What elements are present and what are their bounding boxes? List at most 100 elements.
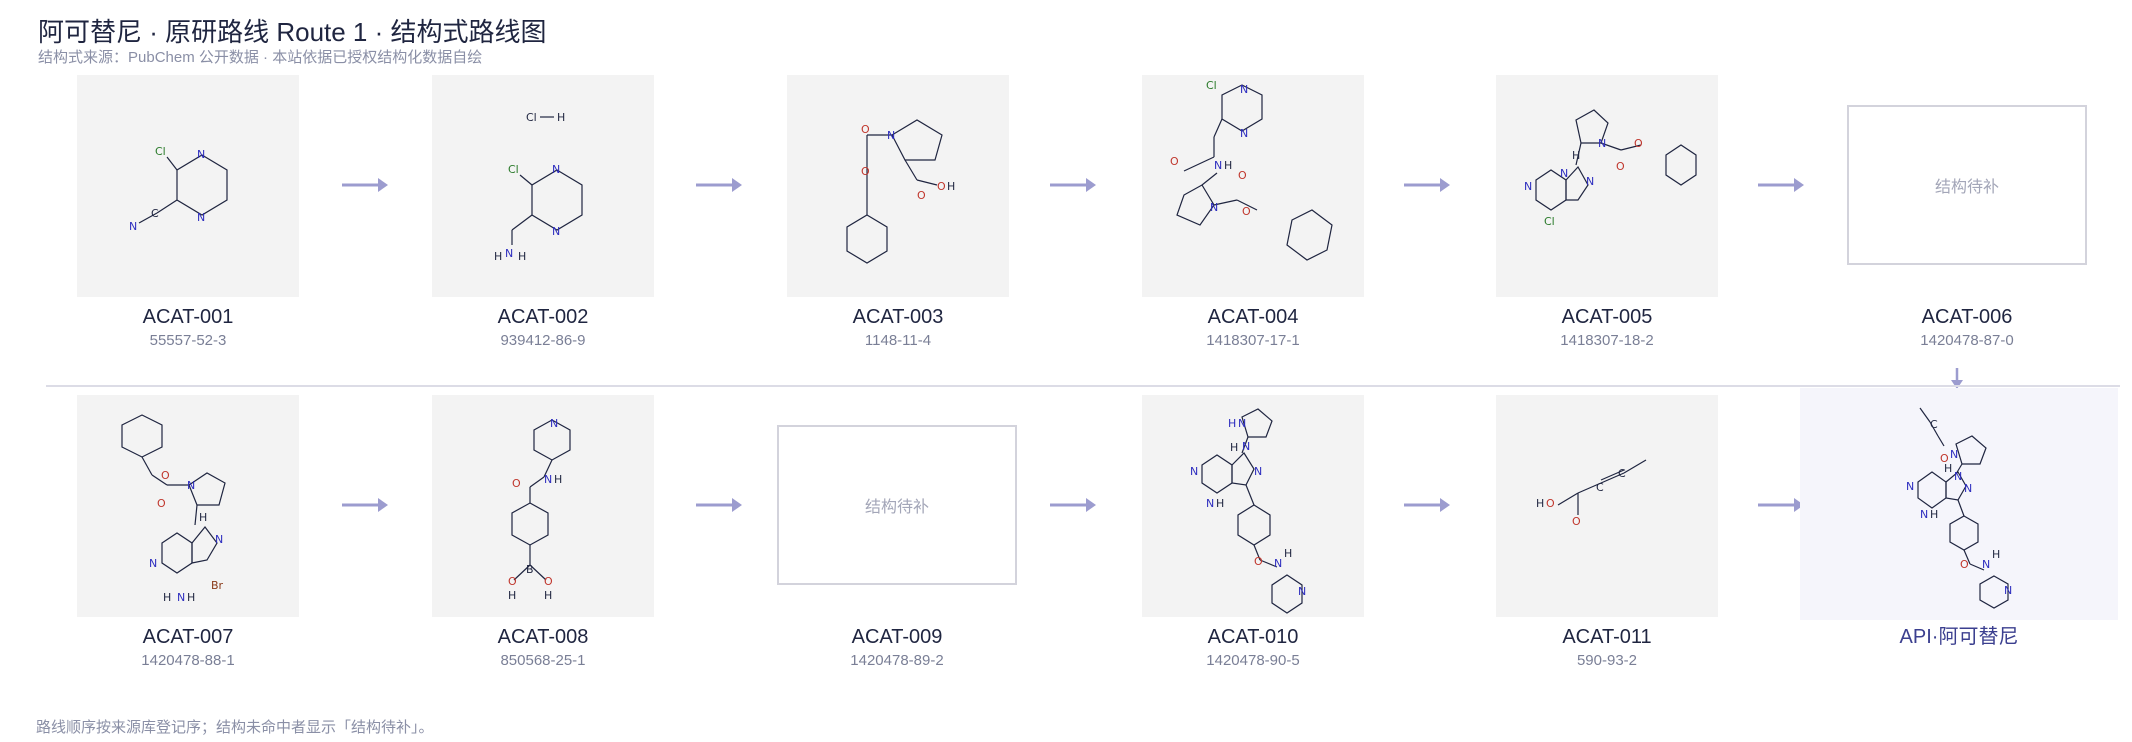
svg-text:O: O	[1960, 558, 1969, 571]
svg-text:N: N	[215, 533, 223, 546]
cas-number: 1420478-90-5	[1206, 652, 1300, 669]
svg-text:N: N	[1586, 175, 1594, 188]
svg-text:O: O	[861, 165, 870, 178]
svg-text:Cl: Cl	[155, 145, 166, 158]
structure-placeholder: 结构待补	[1847, 105, 2087, 265]
structure-acat-010: H N H N N N N H O N H N	[1190, 408, 1306, 614]
compound-acat-005[interactable]: N H O O N N N Cl ACAT-005 1418307-18-2	[1496, 75, 1718, 351]
svg-text:Cl: Cl	[508, 163, 519, 176]
svg-text:Cl: Cl	[526, 111, 537, 124]
structure-api: C O N H N N N N H O N H N	[1848, 392, 2070, 614]
cas-number: 1420478-89-2	[850, 652, 944, 669]
svg-text:O: O	[1940, 452, 1949, 465]
arrow-right-icon	[340, 175, 390, 195]
svg-text:N: N	[1206, 497, 1214, 510]
svg-text:H: H	[187, 591, 195, 604]
compound-acat-004[interactable]: Cl N N N H O N O O ACAT-004 1418307-17-1	[1142, 75, 1364, 351]
svg-text:N: N	[1214, 159, 1222, 172]
arrow-right-icon	[694, 175, 744, 195]
compound-acat-007[interactable]: O O N H N N Br N H H ACAT-007 1420478-88…	[77, 395, 299, 671]
svg-text:N: N	[1598, 137, 1606, 150]
structure-acat-011: O H O C C	[1536, 459, 1647, 528]
arrow-right-icon	[1048, 495, 1098, 515]
svg-text:N: N	[2004, 584, 2012, 597]
page-title: 阿可替尼 · 原研路线 Route 1 · 结构式路线图	[38, 17, 547, 47]
svg-text:N: N	[552, 163, 560, 176]
compound-code: ACAT-006	[1921, 306, 2013, 328]
structure-acat-002: Cl H N N Cl N H H	[494, 111, 583, 263]
svg-text:H: H	[1284, 547, 1292, 560]
structure-placeholder: 结构待补	[777, 425, 1017, 585]
compound-code: ACAT-002	[497, 306, 589, 328]
compound-code: ACAT-001	[142, 306, 234, 328]
svg-text:O: O	[937, 180, 946, 193]
compound-acat-002[interactable]: Cl H N N Cl N H H ACAT-002 939412-86-9	[432, 75, 654, 351]
svg-text:H: H	[1944, 462, 1952, 475]
cas-number: 1418307-18-2	[1560, 332, 1654, 349]
structure-tile: N O O O O H	[787, 75, 1009, 297]
svg-text:H: H	[199, 511, 207, 524]
page-subtitle: 结构式来源：PubChem 公开数据 · 本站依据已授权结构化数据自绘	[38, 49, 483, 66]
svg-text:H: H	[1224, 159, 1232, 172]
svg-text:H: H	[554, 473, 562, 486]
svg-text:N: N	[197, 211, 205, 224]
svg-text:H: H	[494, 250, 502, 263]
svg-text:O: O	[508, 575, 517, 588]
compound-code: ACAT-005	[1561, 306, 1653, 328]
compound-acat-009[interactable]: 结构待补 ACAT-009 1420478-89-2	[777, 395, 1017, 671]
structure-tile: H N H N N N N H O N H N	[1142, 395, 1364, 617]
arrow-right-icon	[1402, 495, 1452, 515]
svg-text:N: N	[1524, 180, 1532, 193]
svg-text:O: O	[544, 575, 553, 588]
svg-text:N: N	[505, 247, 513, 260]
compound-acat-008[interactable]: N N H O B O O H H ACAT-008 850568-25-1	[432, 395, 654, 671]
svg-text:O: O	[512, 477, 521, 490]
svg-text:H: H	[557, 111, 565, 124]
svg-text:N: N	[1242, 440, 1250, 453]
svg-text:N: N	[1298, 585, 1306, 598]
svg-text:O: O	[861, 123, 870, 136]
svg-text:N: N	[177, 591, 185, 604]
svg-text:O: O	[1254, 555, 1263, 568]
svg-text:N: N	[1240, 127, 1248, 140]
svg-text:N: N	[1190, 465, 1198, 478]
svg-text:H: H	[1930, 508, 1938, 521]
svg-text:C: C	[151, 207, 159, 220]
cas-number: 55557-52-3	[149, 332, 227, 349]
cas-number: 939412-86-9	[500, 332, 586, 349]
structure-tile: N N Cl N C	[77, 75, 299, 297]
cas-number: 1420478-88-1	[141, 652, 235, 669]
compound-acat-006[interactable]: 结构待补 ACAT-006 1420478-87-0	[1847, 75, 2087, 351]
svg-text:O: O	[157, 497, 166, 510]
svg-text:N: N	[1240, 83, 1248, 96]
arrow-right-icon	[340, 495, 390, 515]
svg-text:O: O	[1616, 160, 1625, 173]
svg-text:O: O	[917, 189, 926, 202]
cas-number: 1418307-17-1	[1206, 332, 1300, 349]
compound-acat-011[interactable]: O H O C C ACAT-011 590-93-2	[1496, 395, 1718, 671]
compound-acat-001[interactable]: N N Cl N C ACAT-001 55557-52-3	[77, 75, 299, 351]
structure-acat-005: N H O O N N N Cl	[1524, 109, 1697, 228]
structure-tile: Cl H N N Cl N H H	[432, 75, 654, 297]
arrow-down-icon	[1950, 368, 1964, 390]
structure-tile: Cl N N N H O N O O	[1142, 75, 1364, 297]
svg-text:H: H	[1572, 149, 1580, 162]
svg-text:C: C	[1618, 467, 1626, 480]
structure-tile: O H O C C	[1496, 395, 1718, 617]
svg-text:N: N	[187, 479, 195, 492]
svg-text:N: N	[1210, 201, 1218, 214]
svg-text:C: C	[1596, 481, 1604, 494]
api-label: API·阿可替尼	[1899, 626, 2019, 648]
compound-acat-003[interactable]: N O O O O H ACAT-003 1148-11-4	[787, 75, 1009, 351]
structure-tile: N H O O N N N Cl	[1496, 75, 1718, 297]
svg-text:O: O	[1238, 169, 1247, 182]
svg-text:N: N	[1982, 558, 1990, 571]
svg-text:B: B	[526, 563, 534, 576]
structure-acat-007: O O N H N N Br N H H	[121, 414, 226, 604]
svg-text:H: H	[518, 250, 526, 263]
svg-text:H: H	[1228, 417, 1236, 430]
svg-text:N: N	[1950, 448, 1958, 461]
arrow-right-icon	[1402, 175, 1452, 195]
compound-acat-010[interactable]: H N H N N N N H O N H N ACAT-010 1420478…	[1142, 395, 1364, 671]
header: 阿可替尼 · 原研路线 Route 1 · 结构式路线图 结构式来源：PubCh…	[38, 16, 547, 68]
